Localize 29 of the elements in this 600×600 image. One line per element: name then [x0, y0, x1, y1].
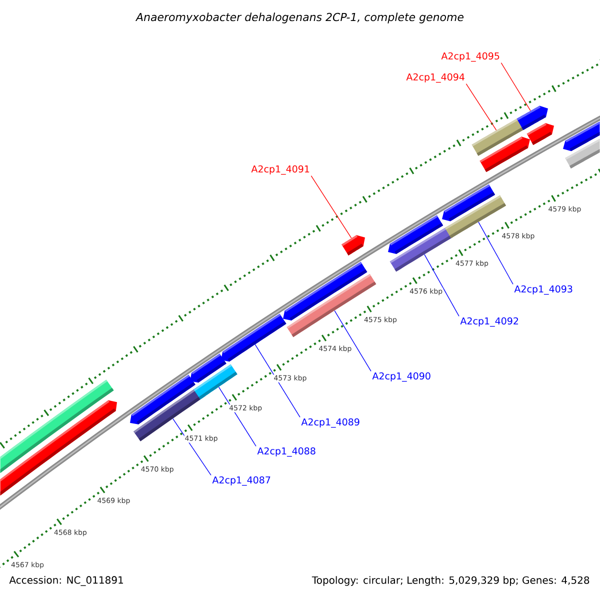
leader-line	[478, 222, 514, 284]
footer-text: Accession: NC_011891	[9, 576, 123, 586]
gene-block	[526, 123, 554, 146]
gene-label: A2cp1_4094	[406, 73, 464, 83]
gene-label: A2cp1_4091	[251, 165, 310, 175]
leader-line	[172, 418, 212, 476]
gene-label: A2cp1_4090	[372, 372, 430, 382]
gene-block	[565, 138, 600, 168]
gene-label: A2cp1_4089	[301, 418, 360, 428]
gene-label: A2cp1_4087	[212, 476, 270, 486]
footer-text: Topology: circular; Length: 5,029,329 bp; Genes: 4,528	[312, 576, 590, 586]
gene-block	[0, 400, 117, 496]
gene-block	[342, 235, 365, 256]
gene-block	[221, 314, 286, 362]
leader-line	[466, 84, 497, 131]
gene-label: A2cp1_4095	[441, 52, 500, 62]
leader-line	[254, 344, 300, 418]
gene-label: A2cp1_4093	[514, 285, 572, 295]
leader-line	[500, 62, 531, 112]
gene-label: A2cp1_4088	[257, 447, 316, 457]
leader-line	[424, 254, 460, 316]
gene-block	[390, 226, 454, 272]
gene-block	[480, 136, 530, 172]
leader-line	[218, 386, 256, 446]
leader-line	[310, 176, 352, 238]
gene-label: A2cp1_4092	[460, 317, 518, 327]
leader-line	[334, 310, 372, 372]
gene-block	[194, 364, 238, 400]
title: Anaeromyxobacter dehalogenans 2CP-1, complete genome	[135, 12, 464, 24]
